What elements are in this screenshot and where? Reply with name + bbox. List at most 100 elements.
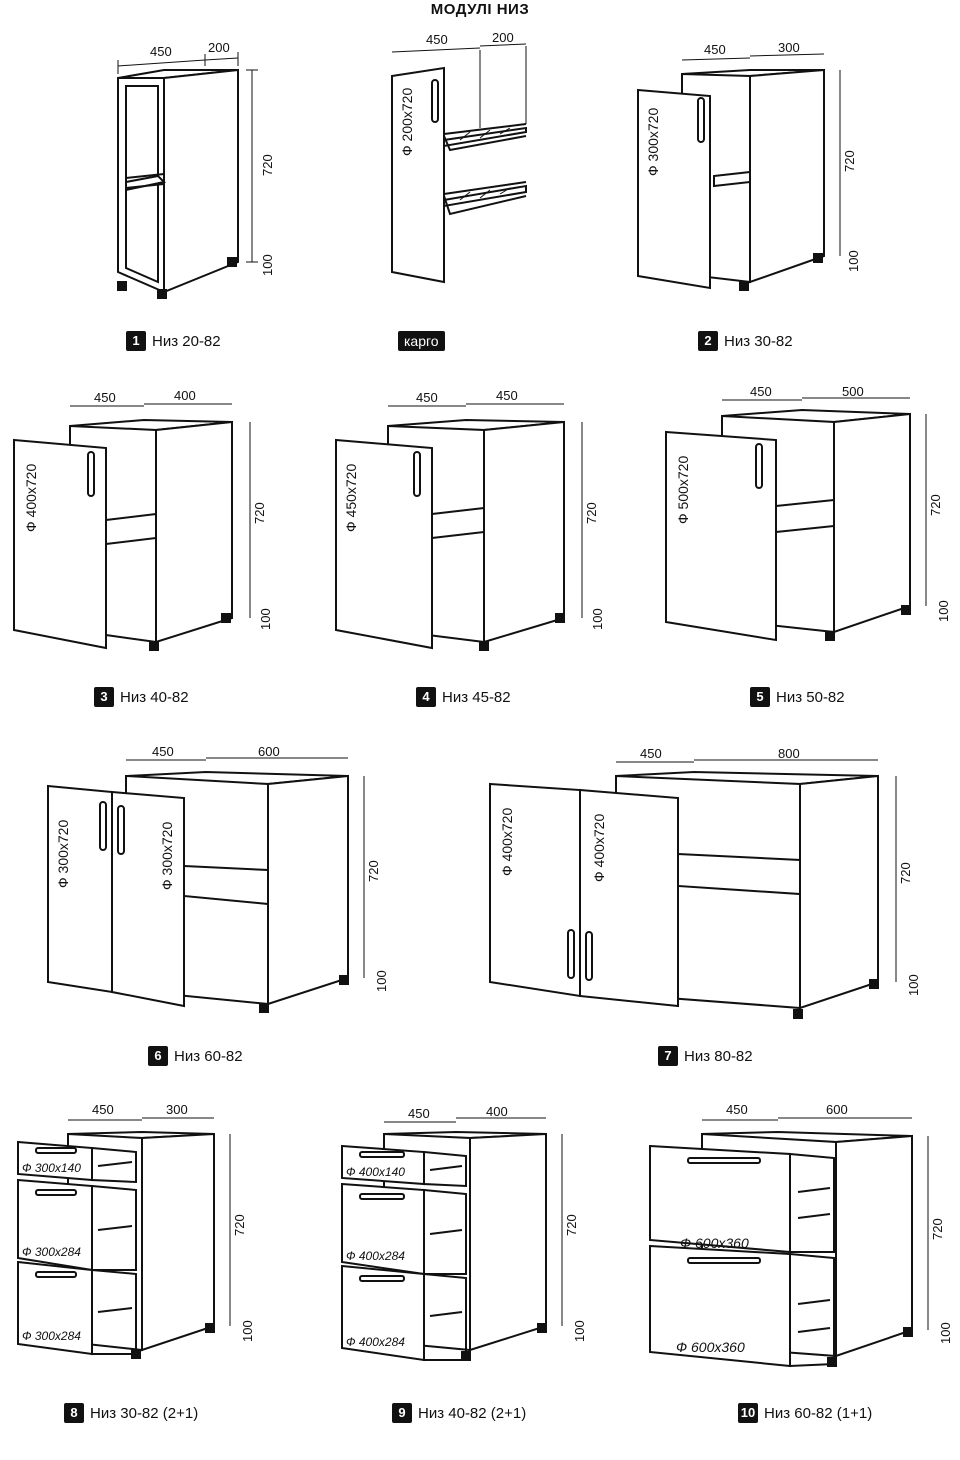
module-10-caption: 10 Низ 60-82 (1+1) <box>738 1403 872 1423</box>
module-7-height: 720 <box>898 862 913 884</box>
module-8-drawer2: Ф 300х284 <box>22 1245 81 1259</box>
module-8-badge: 8 <box>64 1403 84 1423</box>
module-6-door: Ф 300х720 <box>55 820 71 888</box>
module-3-name: Низ 40-82 <box>120 688 189 706</box>
module-4-width: 450 <box>496 388 518 403</box>
module-2-name: Низ 30-82 <box>724 332 793 350</box>
module-7-badge: 7 <box>658 1046 678 1066</box>
module-4-badge: 4 <box>416 687 436 707</box>
module-6-caption: 6 Низ 60-82 <box>148 1046 243 1066</box>
module-6-leg: 100 <box>374 970 389 992</box>
module-9-name: Низ 40-82 (2+1) <box>418 1404 527 1422</box>
module-6-width: 600 <box>258 744 280 759</box>
module-9-drawer2: Ф 400х284 <box>346 1249 405 1263</box>
module-7-caption: 7 Низ 80-82 <box>658 1046 753 1066</box>
module-2-door: Ф 300х720 <box>645 108 661 176</box>
module-6-badge: 6 <box>148 1046 168 1066</box>
module-4-drawing: 450 450 720 100 Ф 450х720 4 Низ 45-82 <box>320 360 640 720</box>
module-3-height: 720 <box>252 502 267 524</box>
module-8-drawing: 450 300 720 100 Ф 300х140 Ф 300х284 Ф 30… <box>0 1080 320 1460</box>
module-10-name: Низ 60-82 (1+1) <box>764 1404 873 1422</box>
module-cargo-drawing: 450 200 Ф 200х720 карго <box>320 0 640 360</box>
module-10-depth: 450 <box>726 1102 748 1117</box>
module-7-name: Низ 80-82 <box>684 1047 753 1065</box>
module-5-height: 720 <box>928 494 943 516</box>
module-1-leg: 100 <box>260 254 275 276</box>
module-8-caption: 8 Низ 30-82 (2+1) <box>64 1403 198 1423</box>
module-2-caption: 2 Низ 30-82 <box>698 331 793 351</box>
module-2-height: 720 <box>842 150 857 172</box>
cargo-badge: карго <box>398 331 445 351</box>
module-4-caption: 4 Низ 45-82 <box>416 687 511 707</box>
module-3-badge: 3 <box>94 687 114 707</box>
module-8-name: Низ 30-82 (2+1) <box>90 1404 199 1422</box>
module-1-badge: 1 <box>126 331 146 351</box>
module-9-drawer1: Ф 400х140 <box>346 1165 405 1179</box>
module-9-drawer3: Ф 400х284 <box>346 1335 405 1349</box>
module-4-name: Низ 45-82 <box>442 688 511 706</box>
module-7-door2: Ф 400х720 <box>591 814 607 882</box>
module-7-door: Ф 400х720 <box>499 808 515 876</box>
module-6-drawing: 450 600 720 100 Ф 300х720 Ф 300х720 6 Ни… <box>0 720 420 1080</box>
module-2-width: 300 <box>778 40 800 55</box>
module-6-name: Низ 60-82 <box>174 1047 243 1065</box>
module-1-depth: 450 <box>150 44 172 59</box>
module-3-door: Ф 400х720 <box>23 464 39 532</box>
module-3-caption: 3 Низ 40-82 <box>94 687 189 707</box>
module-5-name: Низ 50-82 <box>776 688 845 706</box>
module-5-depth: 450 <box>750 384 772 399</box>
module-10-drawer1: Ф 600х360 <box>680 1235 749 1251</box>
module-9-height: 720 <box>564 1214 579 1236</box>
module-8-width: 300 <box>166 1102 188 1117</box>
module-8-drawer3: Ф 300х284 <box>22 1329 81 1343</box>
page-title: МОДУЛІ НИЗ <box>430 1 530 18</box>
module-5-leg: 100 <box>936 600 951 622</box>
module-7-leg: 100 <box>906 974 921 996</box>
module-9-caption: 9 Низ 40-82 (2+1) <box>392 1403 526 1423</box>
module-4-height: 720 <box>584 502 599 524</box>
module-7-width: 800 <box>778 746 800 761</box>
module-5-door: Ф 500х720 <box>675 456 691 524</box>
cargo-door: Ф 200х720 <box>399 88 415 156</box>
module-7-depth: 450 <box>640 746 662 761</box>
module-10-drawer2: Ф 600х360 <box>676 1339 745 1355</box>
module-10-badge: 10 <box>738 1403 758 1423</box>
module-1-height: 720 <box>260 154 275 176</box>
module-10-drawing: 450 600 720 100 Ф 600х360 Ф 600х360 10 Н… <box>640 1080 960 1460</box>
module-4-door: Ф 450х720 <box>343 464 359 532</box>
module-3-leg: 100 <box>258 608 273 630</box>
module-4-leg: 100 <box>590 608 605 630</box>
module-6-door2: Ф 300х720 <box>159 822 175 890</box>
module-10-width: 600 <box>826 1102 848 1117</box>
module-9-drawing: 450 400 720 100 Ф 400х140 Ф 400х284 Ф 40… <box>320 1080 640 1460</box>
cargo-caption: карго <box>398 331 445 351</box>
module-7-drawing: 450 800 720 100 Ф 400х720 Ф 400х720 7 Ни… <box>460 720 960 1080</box>
module-1-caption: 1 Низ 20-82 <box>126 331 221 351</box>
cargo-width: 200 <box>492 30 514 45</box>
module-1-drawing: 450 200 720 100 1 Низ 20-82 <box>0 0 320 360</box>
module-2-badge: 2 <box>698 331 718 351</box>
module-10-leg: 100 <box>938 1322 953 1344</box>
module-1-width: 200 <box>208 40 230 55</box>
module-3-depth: 450 <box>94 390 116 405</box>
module-5-width: 500 <box>842 384 864 399</box>
module-2-drawing: 450 300 720 100 Ф 300х720 2 Низ 30-82 <box>637 0 960 360</box>
module-5-badge: 5 <box>750 687 770 707</box>
cargo-depth: 450 <box>426 32 448 47</box>
module-8-drawer1: Ф 300х140 <box>22 1161 81 1175</box>
module-2-leg: 100 <box>846 250 861 272</box>
module-9-depth: 450 <box>408 1106 430 1121</box>
module-3-width: 400 <box>174 388 196 403</box>
module-3-drawing: 450 400 720 100 Ф 400х720 3 Низ 40-82 <box>0 360 320 720</box>
module-5-drawing: 450 500 720 100 Ф 500х720 5 Низ 50-82 <box>640 360 960 720</box>
module-4-depth: 450 <box>416 390 438 405</box>
module-8-leg: 100 <box>240 1320 255 1342</box>
module-10-height: 720 <box>930 1218 945 1240</box>
module-9-width: 400 <box>486 1104 508 1119</box>
module-2-depth: 450 <box>704 42 726 57</box>
module-1-name: Низ 20-82 <box>152 332 221 350</box>
module-8-depth: 450 <box>92 1102 114 1117</box>
module-8-height: 720 <box>232 1214 247 1236</box>
module-5-caption: 5 Низ 50-82 <box>750 687 845 707</box>
module-6-depth: 450 <box>152 744 174 759</box>
